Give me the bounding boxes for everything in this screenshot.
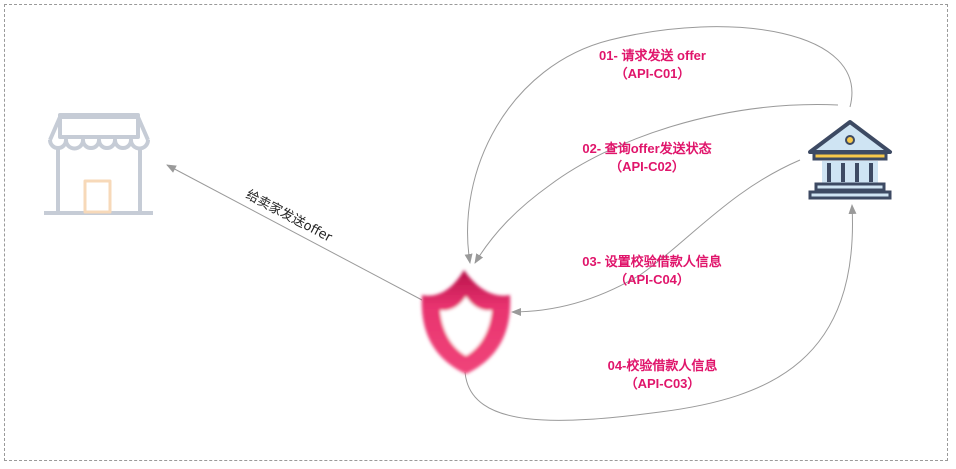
step-02-label: 02- 查询offer发送状态 （API-C02） — [567, 140, 727, 176]
connector-seller-offer — [166, 164, 423, 301]
step-01-title: 01- 请求发送 offer — [599, 48, 706, 63]
step-04-code: （API-C03） — [624, 376, 701, 391]
step-04-title: 04-校验借款人信息 — [607, 358, 718, 373]
step-03-code: （API-C04） — [614, 272, 690, 287]
step-02-code: （API-C02） — [609, 159, 685, 174]
store-icon — [44, 113, 153, 215]
step-04-label: 04-校验借款人信息 （API-C03） — [590, 357, 735, 393]
step-03-title: 03- 设置校验借款人信息 — [582, 254, 722, 269]
step-03-label: 03- 设置校验借款人信息 （API-C04） — [567, 253, 737, 289]
step-01-code: （API-C01） — [614, 66, 691, 81]
shield-icon — [421, 270, 511, 374]
bank-icon — [808, 120, 892, 200]
connector-step-04 — [464, 204, 857, 421]
step-01-label: 01- 请求发送 offer （API-C01） — [580, 47, 725, 83]
canvas-frame — [4, 4, 948, 461]
connector-step-03 — [511, 159, 801, 316]
step-02-title: 02- 查询offer发送状态 — [582, 141, 712, 156]
connector-step-02 — [474, 104, 839, 264]
connector-step-01 — [464, 26, 853, 264]
